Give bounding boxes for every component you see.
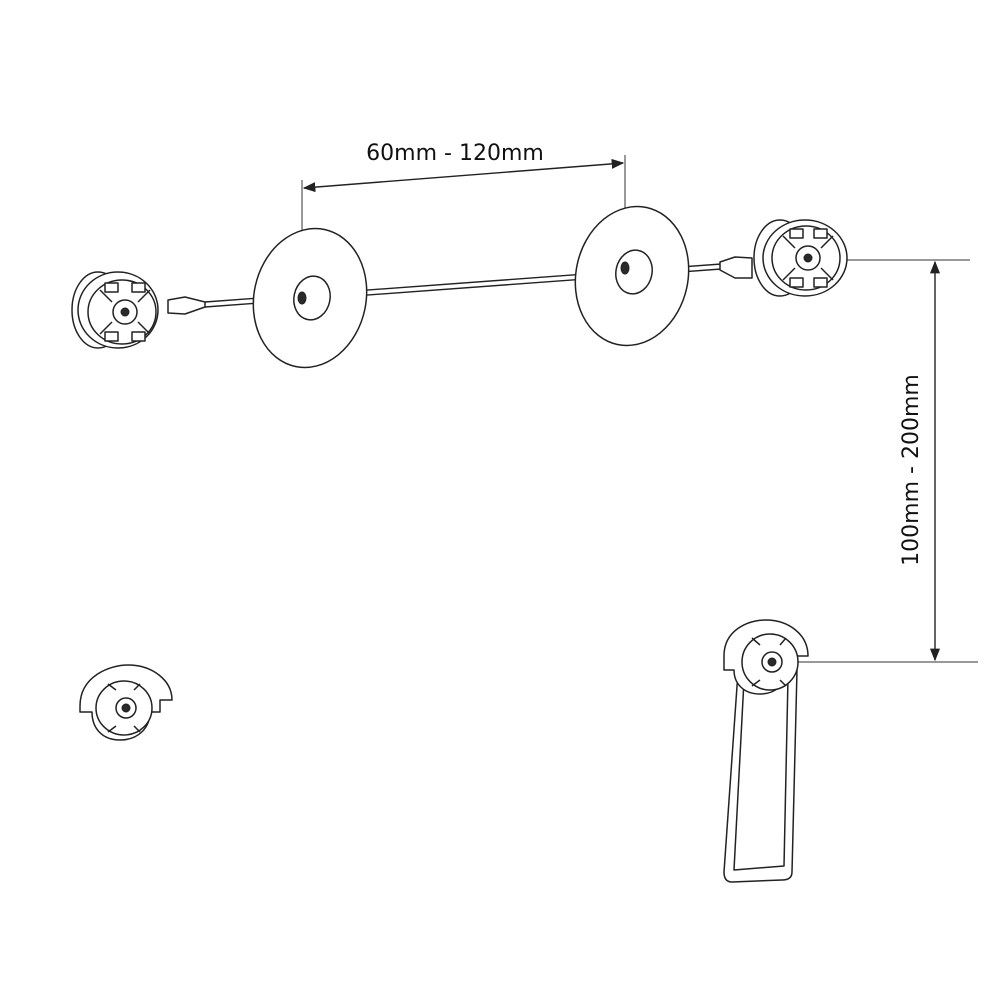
horizontal-dimension: 60mm - 120mm bbox=[301, 141, 626, 298]
left-end-knob bbox=[71, 271, 206, 349]
left-washer bbox=[252, 227, 368, 369]
half-knob-left bbox=[79, 664, 173, 741]
right-end-knob bbox=[719, 219, 848, 297]
vertical-dimension: 100mm - 200mm bbox=[795, 259, 978, 663]
right-washer bbox=[574, 205, 690, 347]
dimension-arrow-horizontal bbox=[302, 158, 625, 193]
vertical-dimension-label: 100mm - 200mm bbox=[899, 374, 924, 566]
bracket-with-half-knob bbox=[723, 619, 809, 883]
horizontal-dimension-label: 60mm - 120mm bbox=[366, 141, 544, 166]
